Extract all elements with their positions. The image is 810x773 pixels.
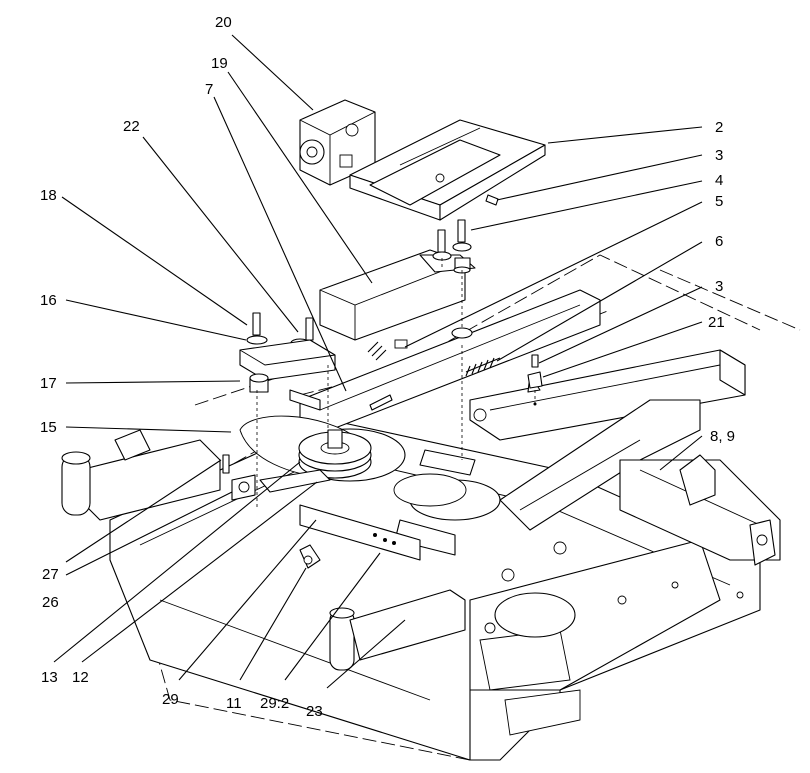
mower-deck-frame xyxy=(61,254,801,761)
callout-29: 29 xyxy=(162,691,179,708)
callout-11: 11 xyxy=(226,695,242,712)
callout-7: 7 xyxy=(205,81,213,98)
callout-19: 19 xyxy=(211,55,228,72)
callout-22: 22 xyxy=(123,118,140,135)
callout-3-lower: 3 xyxy=(715,278,723,295)
callout-2: 2 xyxy=(715,119,723,136)
mount-bracket xyxy=(319,249,476,341)
callout-26: 26 xyxy=(42,594,59,611)
hardware-left xyxy=(239,312,336,411)
callout-4: 4 xyxy=(715,172,723,189)
callout-17: 17 xyxy=(40,375,57,392)
callout-5: 5 xyxy=(715,193,723,210)
callout-13: 13 xyxy=(41,669,58,686)
callout-23: 23 xyxy=(306,703,323,720)
callout-15: 15 xyxy=(40,419,57,436)
callout-8-9: 8, 9 xyxy=(710,428,735,445)
callout-labels: 20 19 7 22 18 16 17 15 2 3 4 5 6 3 21 8,… xyxy=(40,14,735,720)
small-right-clip xyxy=(527,354,543,406)
callout-29-2: 29:2 xyxy=(260,695,289,712)
callout-16: 16 xyxy=(40,292,57,309)
callout-20: 20 xyxy=(215,14,232,31)
callout-21: 21 xyxy=(708,314,725,331)
callout-27: 27 xyxy=(42,566,59,583)
leader-lines xyxy=(53,34,703,689)
idler-bracket-parts xyxy=(222,454,421,569)
callout-6: 6 xyxy=(715,233,723,250)
callout-18: 18 xyxy=(40,187,57,204)
assembly-guides xyxy=(256,258,536,510)
callout-3-upper: 3 xyxy=(715,147,723,164)
gearbox-cover-plate xyxy=(349,119,546,221)
callout-12: 12 xyxy=(72,669,89,686)
